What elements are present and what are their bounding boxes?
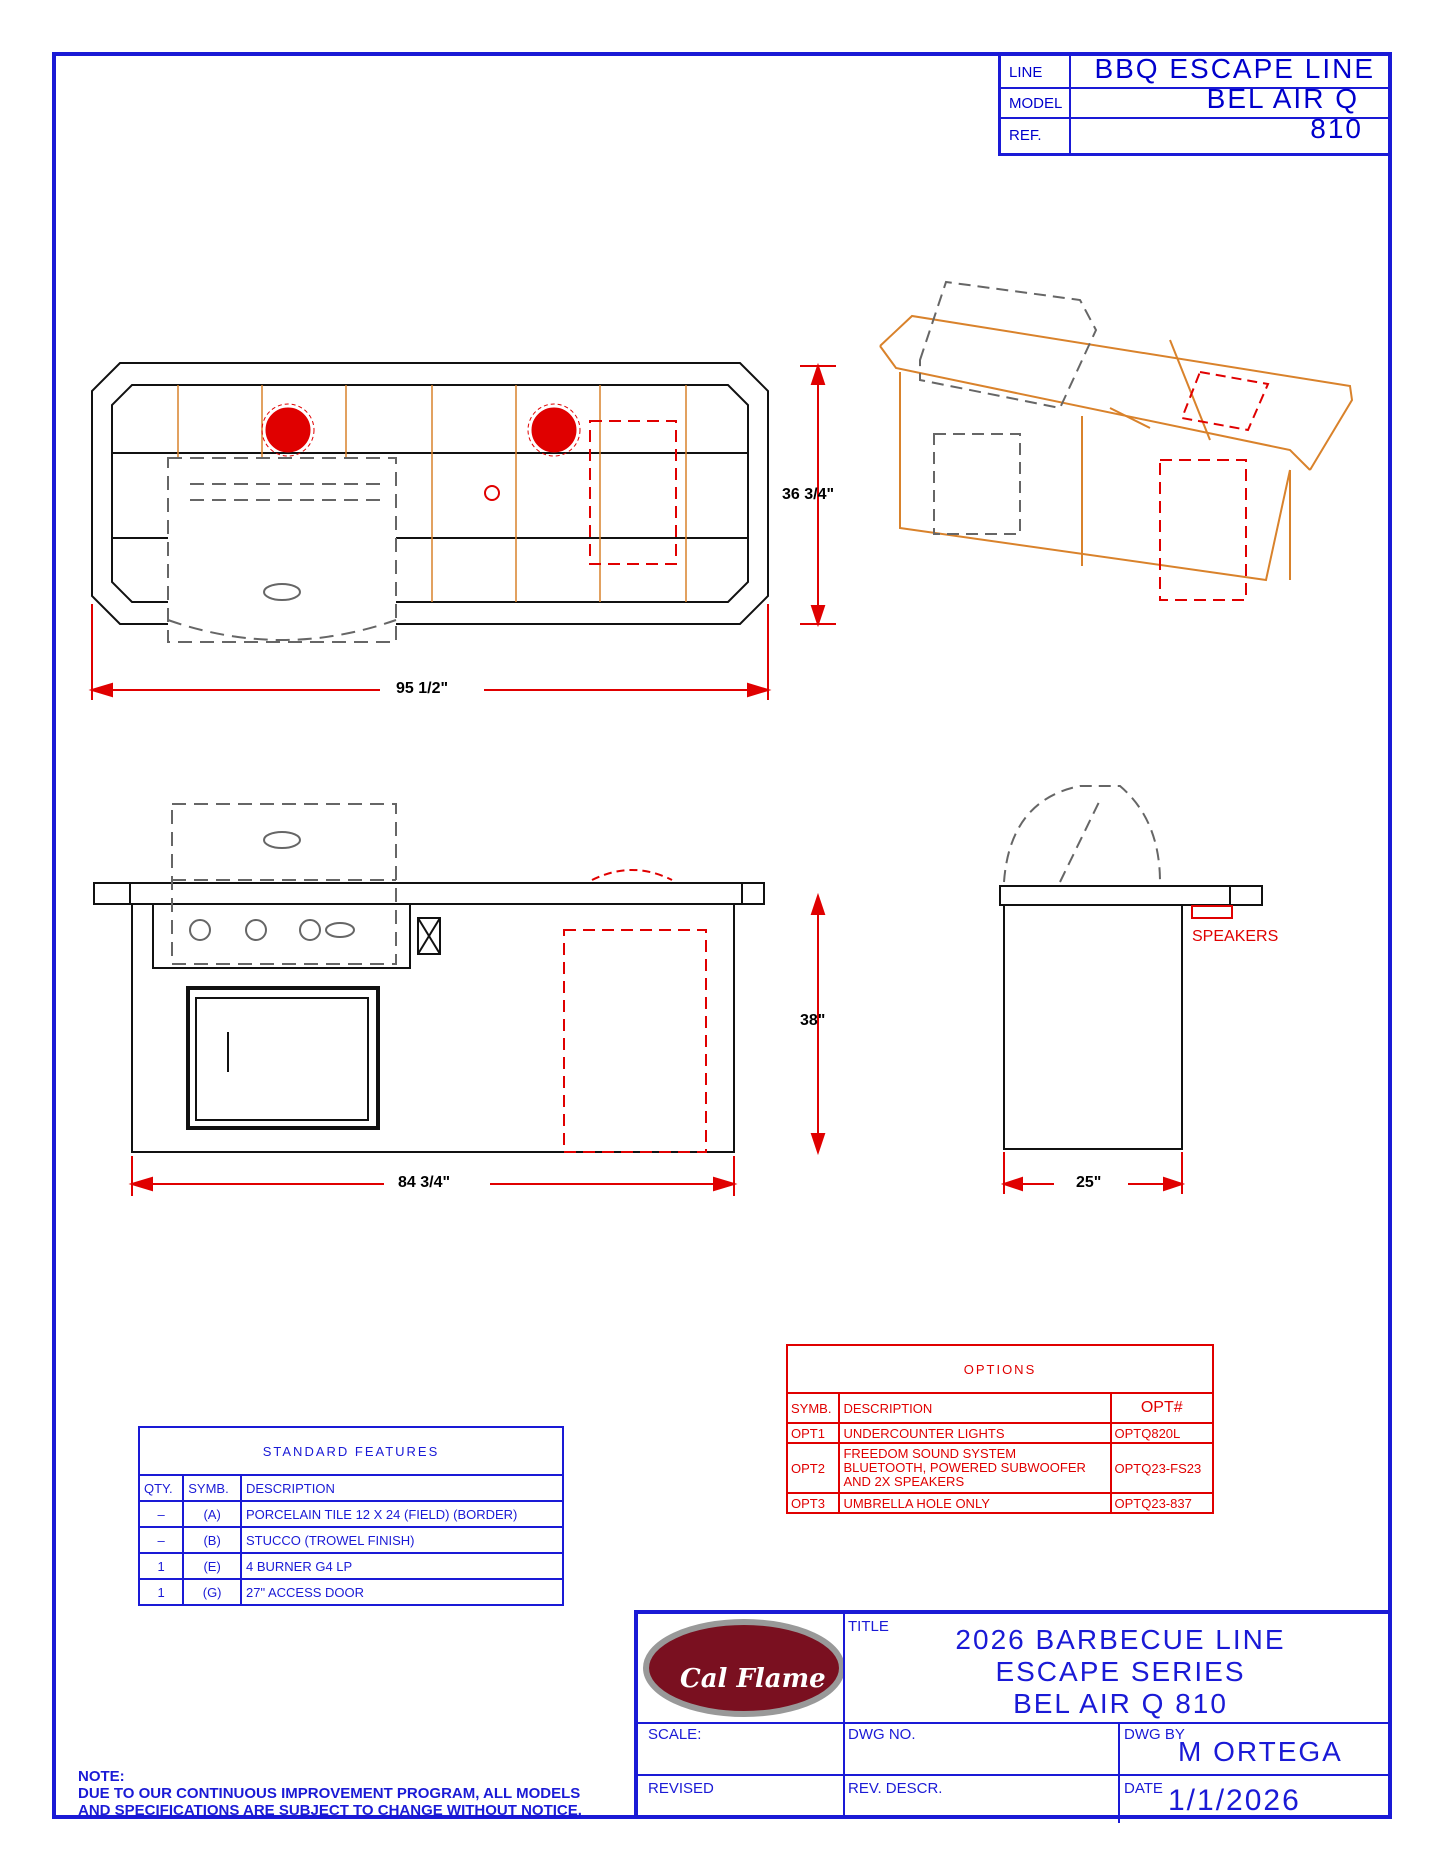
scale-label: SCALE: xyxy=(648,1726,702,1743)
table-cell: 27" ACCESS DOOR xyxy=(240,1578,564,1606)
title-line: ESCAPE SERIES xyxy=(995,1656,1246,1687)
col-opt: OPT# xyxy=(1109,1392,1214,1424)
table-cell: UNDERCOUNTER LIGHTS xyxy=(838,1422,1112,1444)
line-value: BBQ ESCAPE LINE xyxy=(1094,53,1375,84)
note-line: DUE TO OUR CONTINUOUS IMPROVEMENT PROGRA… xyxy=(78,1785,581,1802)
fridge-top-view xyxy=(589,420,677,565)
col-qty: QTY. xyxy=(137,1474,185,1502)
table-cell: PORCELAIN TILE 12 X 24 (FIELD) (BORDER) xyxy=(240,1500,564,1528)
rev-descr-label: REV. DESCR. xyxy=(848,1780,943,1797)
table-cell: – xyxy=(137,1526,185,1554)
dim-top-width: 95 1/2" xyxy=(396,680,449,697)
fridge-front-view xyxy=(563,929,707,1153)
line-label: LINE xyxy=(1009,64,1043,81)
table-cell: (A) xyxy=(182,1500,242,1528)
table-cell: – xyxy=(137,1500,185,1528)
table-cell: STUCCO (TROWEL FINISH) xyxy=(240,1526,564,1554)
logo-text: Cal Flame xyxy=(680,1664,826,1694)
col-description: DESCRIPTION xyxy=(838,1392,1112,1424)
title-block: LINE BBQ ESCAPE LINE MODEL BEL AIR Q REF… xyxy=(998,52,1392,156)
speaker-side xyxy=(1191,905,1233,919)
note-line: NOTE: xyxy=(78,1768,125,1785)
standard-features-table: STANDARD FEATURES QTY. SYMB. DESCRIPTION… xyxy=(137,1426,564,1606)
dim-front-height: 38" xyxy=(800,1012,826,1029)
disclaimer-note: NOTE: DUE TO OUR CONTINUOUS IMPROVEMENT … xyxy=(78,1768,582,1819)
grill-side-view xyxy=(1003,785,1161,883)
desc-line: FREEDOM SOUND SYSTEM xyxy=(843,1446,1017,1461)
dwg-by-label: DWG BY xyxy=(1124,1726,1185,1743)
ref-label: REF. xyxy=(1009,127,1042,144)
title-line: BEL AIR Q 810 xyxy=(1013,1688,1228,1719)
drawing-frame xyxy=(52,52,1392,1819)
cal-flame-logo xyxy=(643,1619,845,1717)
dim-top-depth: 36 3/4" xyxy=(782,486,835,503)
dwg-by-value: M ORTEGA xyxy=(1178,1736,1343,1767)
table-cell: OPTQ820L xyxy=(1109,1422,1214,1444)
bottom-title-block: Cal Flame TITLE 2026 BARBECUE LINE ESCAP… xyxy=(634,1610,1392,1823)
table-cell: 4 BURNER G4 LP xyxy=(240,1552,564,1580)
isometric-view xyxy=(879,314,1354,582)
table-cell: 1 xyxy=(137,1552,185,1580)
revised-label: REVISED xyxy=(648,1780,714,1797)
top-view-inner xyxy=(111,384,749,603)
table-cell: OPT1 xyxy=(785,1422,841,1444)
date-label: DATE xyxy=(1124,1780,1163,1797)
speaker-icons xyxy=(261,403,581,457)
table-cell: OPT3 xyxy=(785,1492,841,1514)
front-view xyxy=(93,882,765,1153)
table-cell: OPTQ23-837 xyxy=(1109,1492,1214,1514)
dim-front-width: 84 3/4" xyxy=(398,1174,451,1191)
umbrella-hole xyxy=(484,485,500,501)
table-cell: OPTQ23-FS23 xyxy=(1109,1442,1214,1494)
ref-value: 810 xyxy=(1310,113,1363,144)
side-view xyxy=(999,885,1263,1150)
desc-line: BLUETOOTH, POWERED SUBWOOFER xyxy=(843,1460,1086,1475)
date-value: 1/1/2026 xyxy=(1168,1784,1301,1817)
grill-front-view xyxy=(171,803,397,965)
table-cell: UMBRELLA HOLE ONLY xyxy=(838,1492,1112,1514)
col-symb: SYMB. xyxy=(785,1392,841,1424)
table-cell: (E) xyxy=(182,1552,242,1580)
note-line: AND SPECIFICATIONS ARE SUBJECT TO CHANGE… xyxy=(78,1802,582,1819)
desc-line: AND 2X SPEAKERS xyxy=(843,1474,965,1489)
table-cell: (G) xyxy=(182,1578,242,1606)
table-cell: 1 xyxy=(137,1578,185,1606)
grill-top-view xyxy=(167,457,397,643)
drawing-title: 2026 BARBECUE LINE ESCAPE SERIES BEL AIR… xyxy=(845,1624,1396,1720)
top-view-outline xyxy=(91,362,769,625)
model-label: MODEL xyxy=(1009,95,1063,112)
model-value: BEL AIR Q xyxy=(1206,83,1359,114)
dim-side-depth: 25" xyxy=(1076,1174,1102,1191)
speakers-label: SPEAKERS xyxy=(1192,928,1279,945)
col-description: DESCRIPTION xyxy=(240,1474,564,1502)
fridge-iso xyxy=(1159,459,1247,601)
dwg-no-label: DWG NO. xyxy=(848,1726,916,1743)
standard-features-title: STANDARD FEATURES xyxy=(138,1426,564,1476)
table-cell: OPT2 xyxy=(785,1442,841,1494)
title-line: 2026 BARBECUE LINE xyxy=(955,1624,1286,1655)
options-title: OPTIONS xyxy=(786,1344,1214,1394)
col-symb: SYMB. xyxy=(182,1474,242,1502)
title-label: TITLE xyxy=(848,1618,889,1635)
table-cell: (B) xyxy=(182,1526,242,1554)
